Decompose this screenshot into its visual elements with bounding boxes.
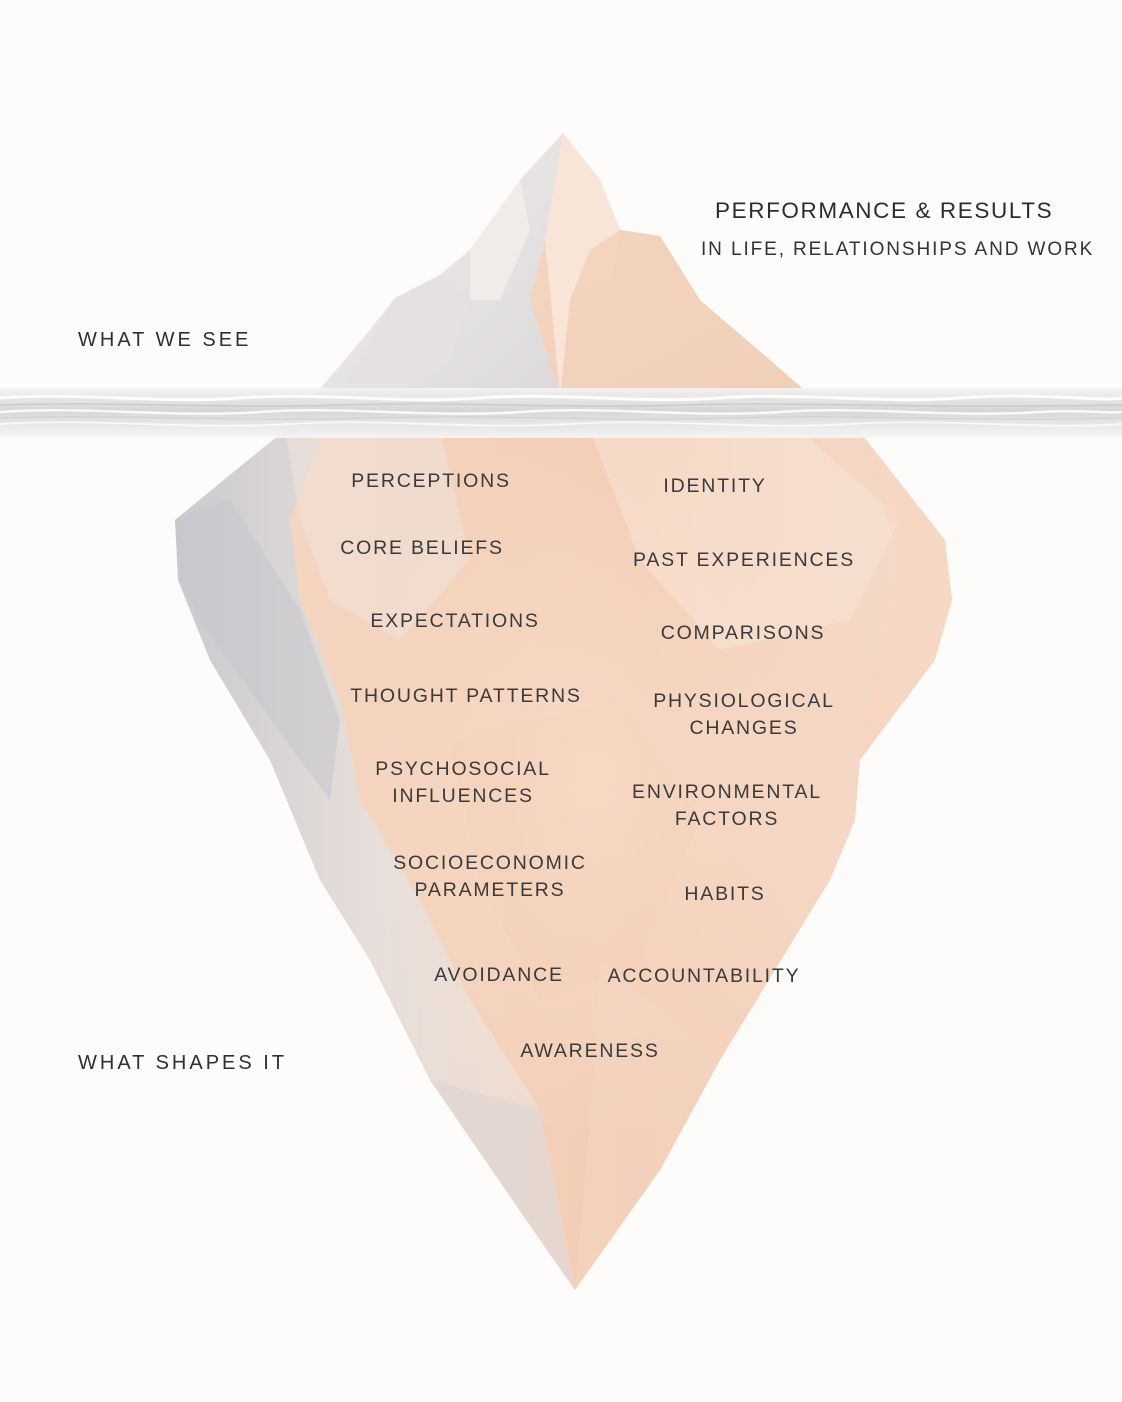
factor-label: SOCIOECONOMIC PARAMETERS bbox=[393, 852, 587, 901]
factor-label: COMPARISONS bbox=[660, 622, 826, 644]
factor-label: IDENTITY bbox=[663, 475, 767, 497]
factor-label: PSYCHOSOCIAL INFLUENCES bbox=[375, 758, 551, 807]
factor-label: HABITS bbox=[684, 883, 766, 905]
label-what-we-see: WHAT WE SEE bbox=[78, 329, 252, 351]
iceberg-underwater bbox=[175, 420, 952, 1290]
header-subtitle: IN LIFE, RELATIONSHIPS AND WORK bbox=[701, 239, 1095, 260]
factor-label: PHYSIOLOGICAL CHANGES bbox=[653, 690, 835, 739]
factor-label: PERCEPTIONS bbox=[351, 470, 511, 492]
label-what-shapes-it: WHAT SHAPES IT bbox=[78, 1052, 288, 1074]
factor-label: THOUGHT PATTERNS bbox=[350, 685, 582, 707]
factor-label: CORE BELIEFS bbox=[340, 537, 504, 559]
factor-label: ACCOUNTABILITY bbox=[607, 965, 801, 987]
factor-label: PAST EXPERIENCES bbox=[632, 549, 856, 571]
factor-label: AVOIDANCE bbox=[434, 964, 564, 986]
header-title: PERFORMANCE & RESULTS bbox=[715, 198, 1054, 223]
water-surface bbox=[0, 388, 1122, 438]
factor-label: AWARENESS bbox=[520, 1040, 660, 1062]
iceberg-tip bbox=[315, 133, 810, 395]
factor-label: EXPECTATIONS bbox=[370, 610, 540, 632]
factor-label: ENVIRONMENTAL FACTORS bbox=[632, 781, 822, 830]
